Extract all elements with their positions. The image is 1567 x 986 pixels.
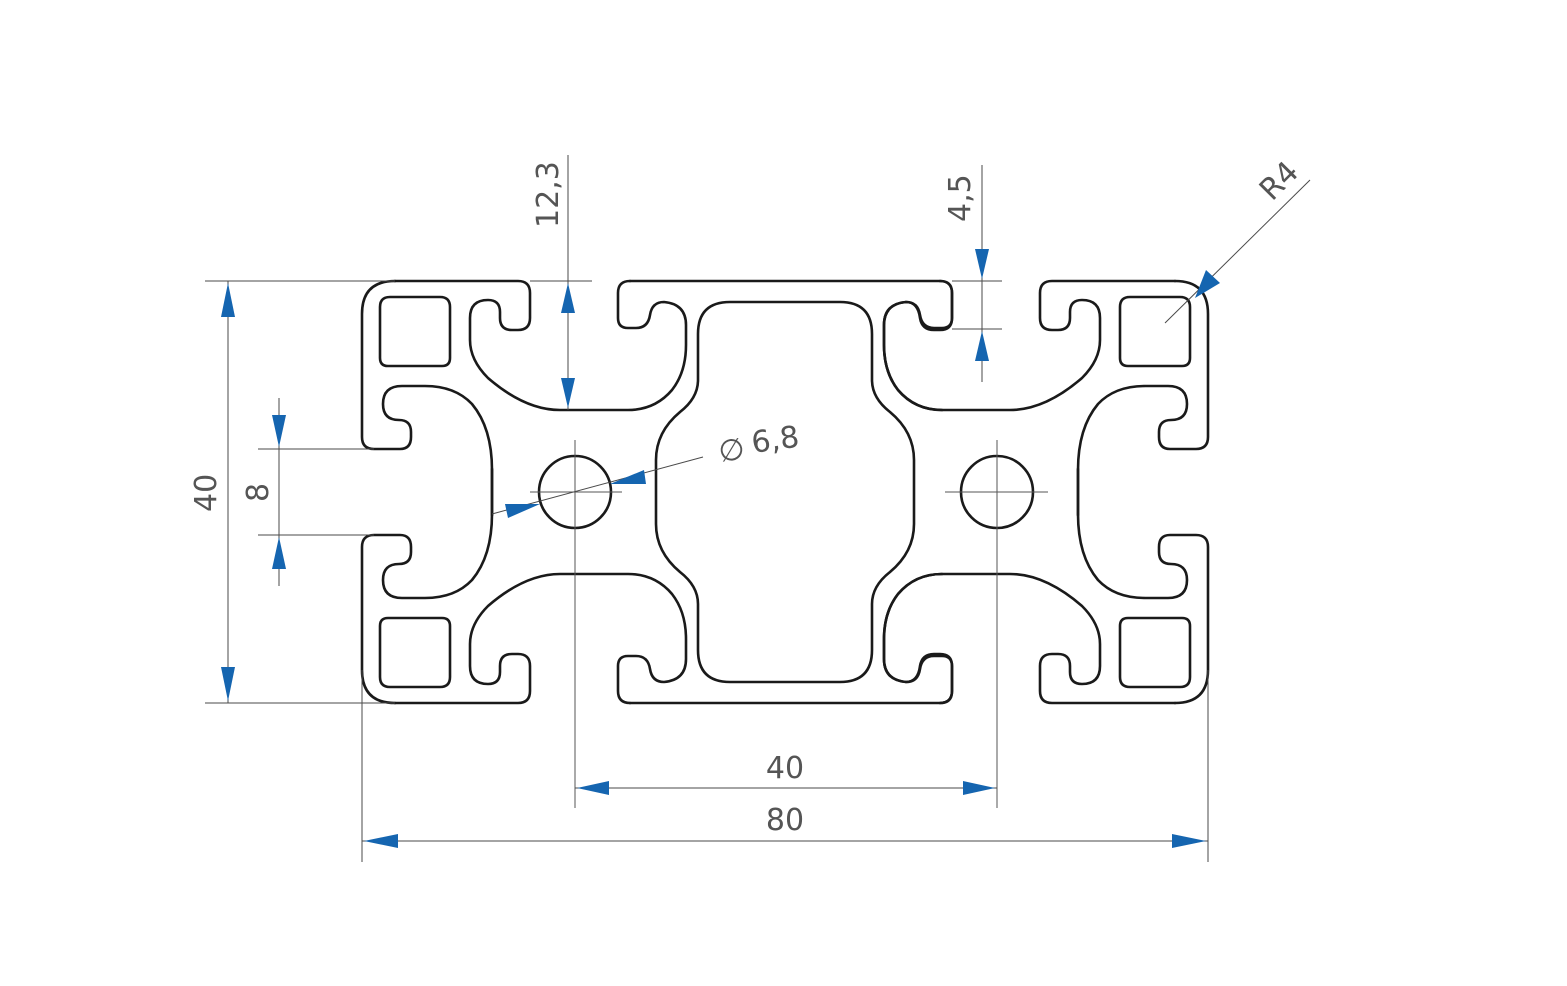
arrow-down (561, 378, 575, 408)
dimension-slot-width: 8 (241, 398, 374, 586)
arrow-right (963, 781, 995, 795)
dimension-hole-diameter: ∅ 6,8 (491, 420, 801, 518)
center-lines (530, 440, 1048, 808)
arrow-right (1172, 834, 1206, 848)
quadrant-top-right (882, 279, 1210, 517)
dimension-slot-depth: 12,3 (530, 155, 592, 410)
arrow-right (610, 470, 646, 484)
center-distance-label: 40 (766, 751, 804, 786)
arrow-down (975, 249, 989, 279)
slot-lip-label: 4,5 (943, 174, 978, 222)
dimension-center-distance: 40 (575, 751, 997, 795)
arrow-up (221, 283, 235, 317)
arrow-down (221, 667, 235, 701)
diameter-symbol: ∅ (716, 432, 747, 470)
slot-depth-label: 12,3 (531, 161, 566, 228)
middle-top-edge (628, 279, 954, 412)
arrow-left (505, 504, 540, 518)
corner-radius-label: R4 (1253, 155, 1306, 208)
width-label: 80 (766, 803, 804, 838)
middle-bottom-edge (628, 572, 954, 705)
hole-diameter-label: 6,8 (749, 420, 801, 461)
dimension-slot-lip: 4,5 (943, 165, 1002, 382)
arrow-up (272, 537, 286, 569)
arrow-radius (1195, 270, 1220, 298)
quadrant-bottom-right (882, 467, 1210, 705)
arrow-left (577, 781, 609, 795)
arrow-down (272, 415, 286, 447)
dimension-width: 80 (361, 670, 1209, 862)
arrow-up (561, 283, 575, 313)
extrusion-outline (360, 279, 1210, 705)
arrow-left (364, 834, 398, 848)
dimension-height: 40 (189, 280, 395, 704)
center-cavity (654, 300, 916, 684)
slot-width-label: 8 (241, 483, 276, 502)
height-label: 40 (189, 474, 224, 512)
arrow-up (975, 331, 989, 361)
